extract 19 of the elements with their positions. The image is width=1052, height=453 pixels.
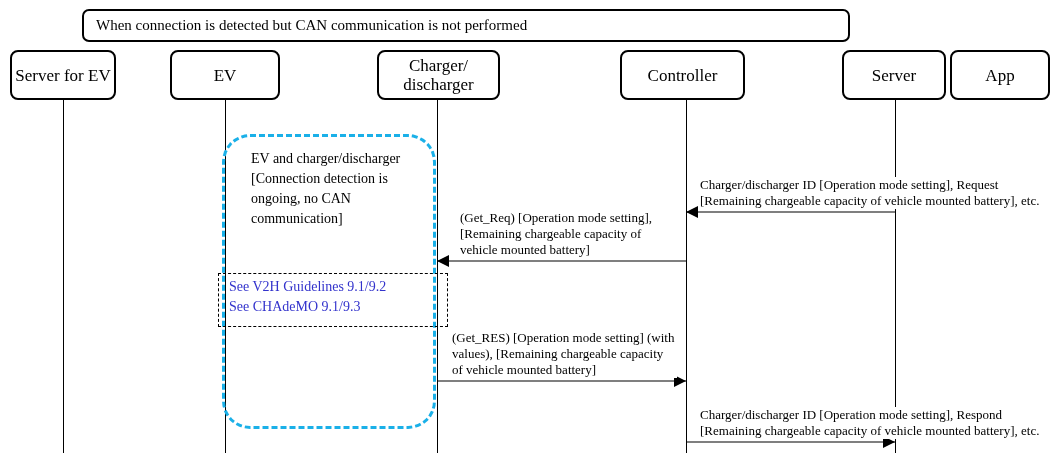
edge-label: (Get_RES) [Operation mode setting] (with values), [Remaining chargeable capacity of vehicle mounted battery] <box>452 330 677 378</box>
participant-box: App <box>950 50 1050 100</box>
state-region <box>222 134 436 429</box>
message-arrow <box>436 255 687 267</box>
participant-box: Server <box>842 50 946 100</box>
message-arrow <box>436 375 687 387</box>
message-arrow <box>685 206 896 218</box>
state-text: EV and charger/discharger [Connection detection is ongoing, no CAN communication] <box>251 150 402 228</box>
participant <box>10 50 116 453</box>
participant-box: Charger/ discharger <box>377 50 500 100</box>
edge-label: (Get_Req) [Operation mode setting], [Remaining chargeable capacity of vehicle mounted battery] <box>460 210 655 258</box>
condition-box <box>82 9 850 42</box>
reference-note: See CHAdeMO 9.1/9.3 <box>229 299 361 315</box>
participant-box: Controller <box>620 50 745 100</box>
participant-box: EV <box>170 50 280 100</box>
participant-box: Server for EV <box>10 50 116 100</box>
condition-text: When connection is detected but CAN communication is not performed <box>96 17 528 34</box>
reference-box <box>218 273 448 327</box>
reference-note: See V2H Guidelines 9.1/9.2 <box>229 279 387 295</box>
